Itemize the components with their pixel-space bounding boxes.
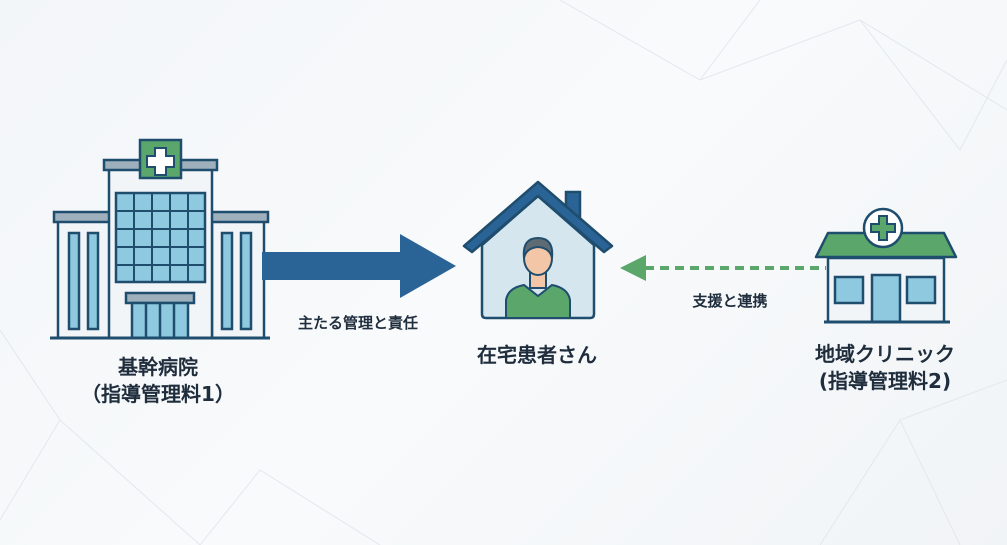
- hospital-icon: [50, 138, 270, 340]
- hospital-fee-label: （指導管理料1）: [81, 382, 235, 406]
- main-management-arrow: [262, 234, 456, 298]
- clinic-icon: [814, 207, 958, 324]
- clinic-name-label: 地域クリニック: [815, 342, 955, 366]
- support-arrow-label: 支援と連携: [691, 292, 767, 310]
- support-arrow: [620, 255, 826, 281]
- main-arrow-label: 主たる管理と責任: [298, 314, 418, 332]
- patient-label: 在宅患者さん: [477, 343, 597, 367]
- clinic-fee-label: (指導管理料2): [819, 369, 951, 393]
- hospital-name-label: 基幹病院: [118, 355, 198, 379]
- patient-home-icon: [462, 180, 614, 320]
